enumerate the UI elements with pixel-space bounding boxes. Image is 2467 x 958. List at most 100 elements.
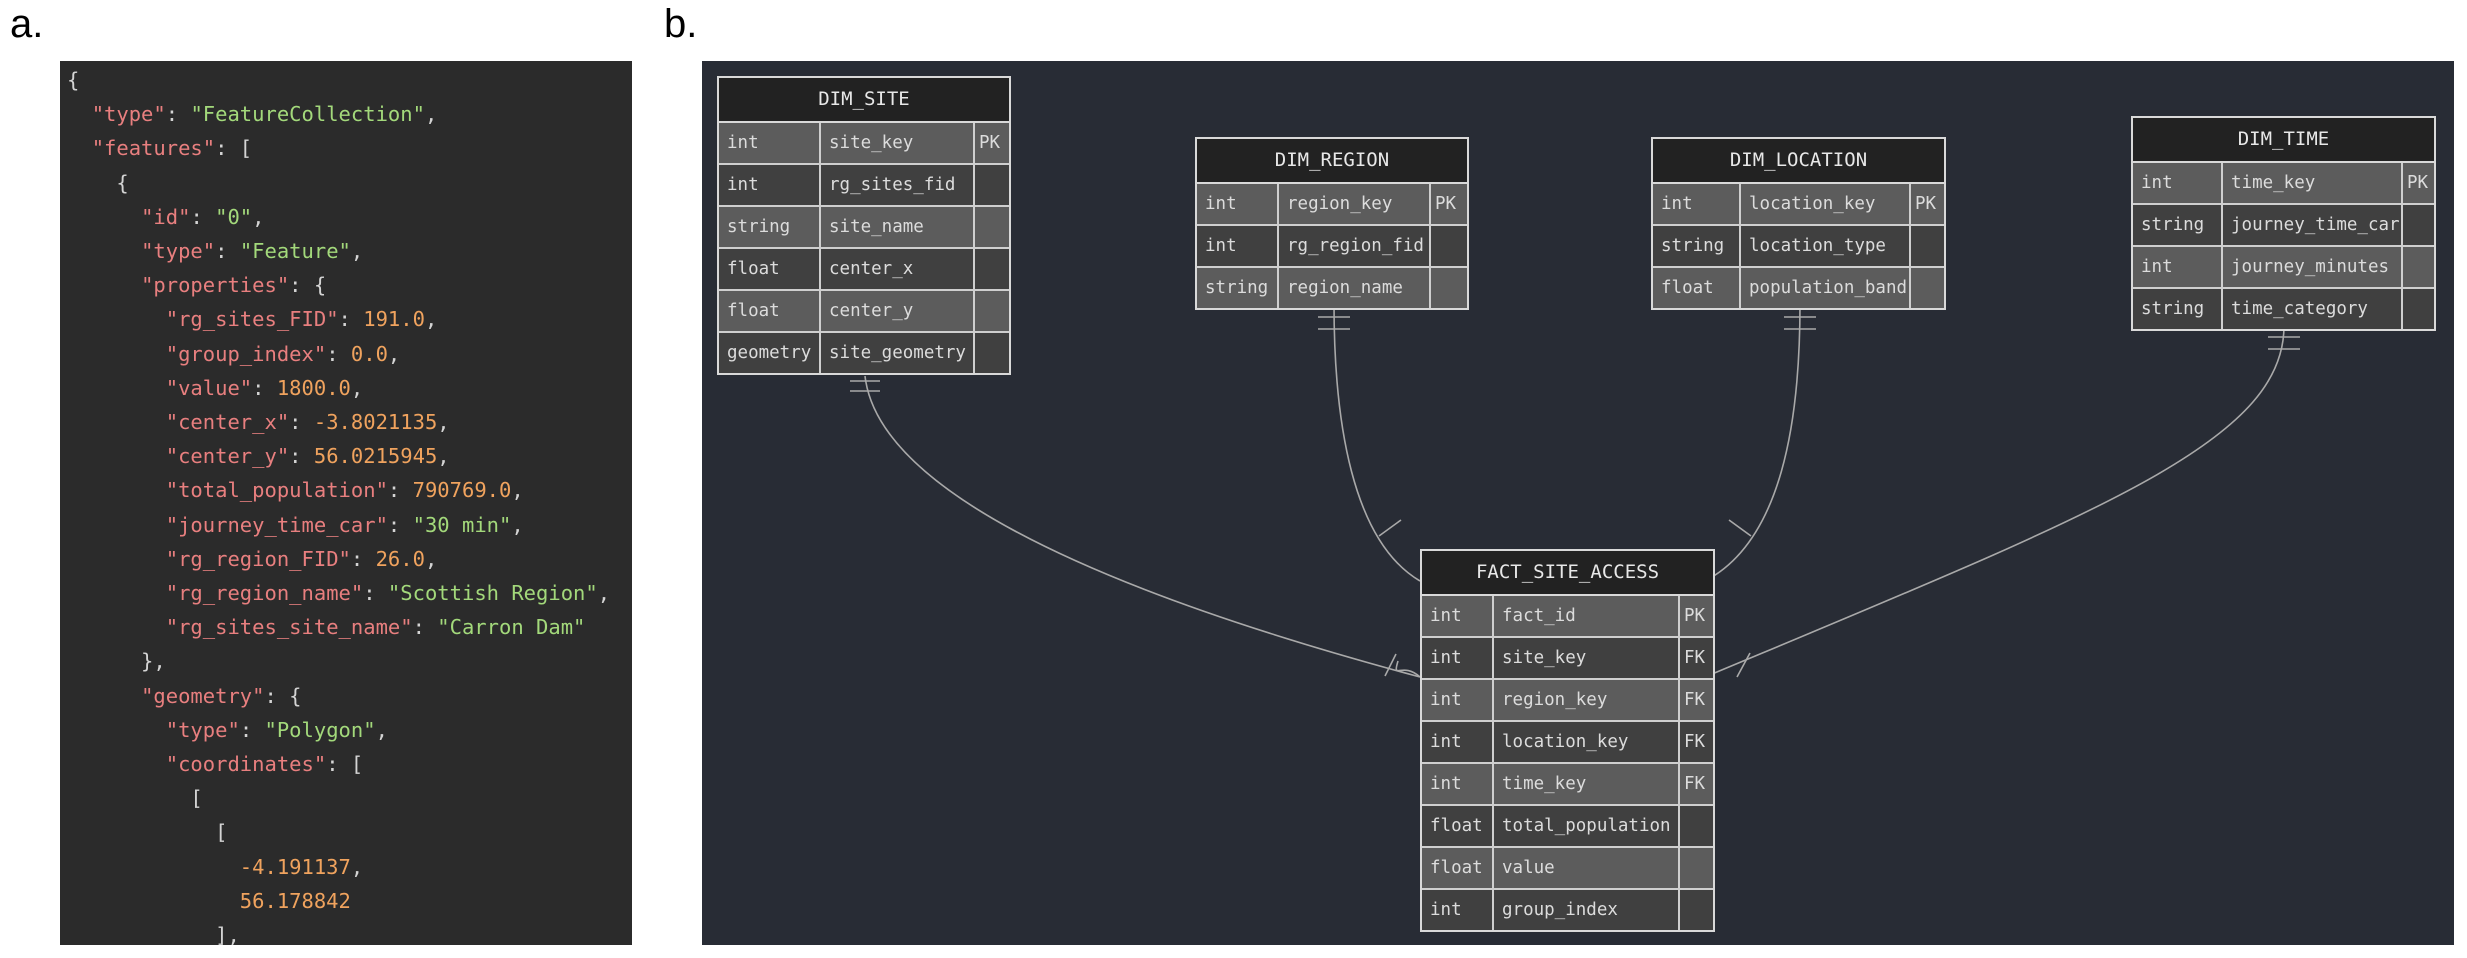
column-key (1678, 848, 1713, 888)
code-token (67, 444, 166, 468)
panel-label-b: b. (664, 2, 698, 46)
code-line: ], (67, 918, 632, 945)
column-key (973, 165, 1009, 205)
column-type: int (727, 133, 759, 153)
code-token: , (597, 581, 611, 606)
code-token: "0" (215, 204, 253, 229)
code-line: "coordinates": [ (67, 747, 632, 781)
geojson-code-panel: { "type": "FeatureCollection", "features… (60, 61, 632, 945)
code-line: }, (67, 644, 632, 678)
code-token: "rg_sites_FID" (165, 307, 339, 332)
code-token (67, 342, 166, 366)
code-line: "features": [ (67, 131, 632, 165)
code-line: { (67, 166, 632, 200)
column-name: region_key (1492, 680, 1678, 720)
crowsfoot-site-fact (1395, 660, 1421, 678)
code-line: "rg_region_FID": 26.0, (67, 542, 632, 576)
table-title: DIM_TIME (2133, 118, 2434, 163)
code-token: : (350, 546, 376, 571)
code-token: "total_population" (165, 478, 388, 503)
code-token: { (67, 68, 80, 92)
code-token: "type" (141, 239, 216, 264)
code-token: "center_x" (165, 410, 290, 435)
code-token (67, 410, 166, 434)
code-token (67, 478, 166, 502)
column-key (2401, 289, 2434, 329)
many-mark-site-fact (1384, 653, 1397, 677)
code-token: , (375, 717, 388, 742)
code-token (67, 307, 166, 331)
code-token: "rg_sites_site_name" (165, 615, 413, 640)
code-token (67, 718, 166, 742)
code-token: "center_y" (165, 444, 290, 469)
code-token: [ (67, 786, 203, 811)
column-type: int (2141, 173, 2173, 193)
code-token: : [ (326, 752, 364, 777)
table-row: int journey_minutes (2133, 245, 2434, 287)
code-token: "rg_region_FID" (165, 546, 351, 571)
column-type: int (727, 175, 759, 195)
column-key: PK (973, 123, 1009, 163)
column-type: int (1430, 900, 1462, 920)
column-key: PK (1429, 184, 1467, 224)
code-token: "coordinates" (165, 752, 327, 777)
column-type: int (2141, 257, 2173, 277)
code-token: : (338, 307, 364, 332)
code-line: "type": "FeatureCollection", (67, 97, 632, 131)
code-token: ], (67, 923, 240, 945)
code-token: , (350, 239, 364, 264)
code-line: { (67, 63, 632, 97)
code-token: "value" (165, 375, 253, 400)
code-token: : (252, 375, 277, 400)
many-mark-location-fact (1728, 519, 1752, 537)
code-token: : (326, 341, 351, 366)
code-token: : (190, 204, 216, 229)
column-type: float (1661, 278, 1714, 298)
code-token: : (289, 444, 314, 469)
code-token: , (437, 410, 450, 435)
code-token: "group_index" (165, 341, 327, 366)
code-token: "Carron Dam" (437, 615, 586, 640)
code-token: , (511, 512, 524, 537)
code-token: , (424, 307, 438, 332)
code-token: 26.0 (375, 546, 425, 571)
column-name: journey_minutes (2221, 247, 2401, 287)
column-key (1909, 268, 1944, 308)
code-line: "center_x": -3.8021135, (67, 405, 632, 439)
code-line: "type": "Polygon", (67, 713, 632, 747)
relation-time-fact (1704, 325, 2285, 678)
code-token: , (424, 102, 438, 127)
code-token: 191.0 (363, 307, 425, 332)
column-key: PK (2401, 163, 2434, 203)
column-type: int (1430, 774, 1462, 794)
column-key (973, 291, 1009, 331)
code-token (67, 205, 141, 229)
column-name: time_key (2221, 163, 2401, 203)
code-token: : (387, 512, 413, 537)
geojson-code: { "type": "FeatureCollection", "features… (60, 61, 632, 945)
panel-label-a: a. (10, 2, 44, 46)
code-token: "properties" (141, 273, 290, 298)
table-title: FACT_SITE_ACCESS (1422, 551, 1713, 596)
column-key (1909, 226, 1944, 266)
column-type: int (1661, 194, 1693, 214)
code-token (67, 752, 166, 776)
column-type: float (1430, 816, 1483, 836)
code-line: "geometry": { (67, 679, 632, 713)
column-name: time_key (1492, 764, 1678, 804)
code-token: "rg_region_name" (165, 581, 364, 606)
code-token: : { (264, 683, 302, 708)
column-key (973, 333, 1009, 373)
